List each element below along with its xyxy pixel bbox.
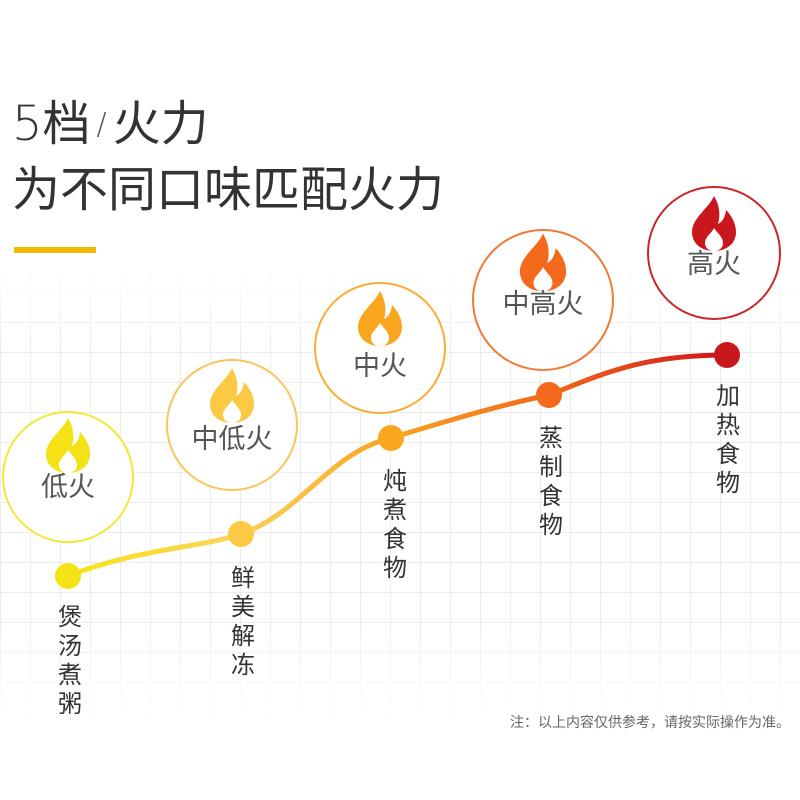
flame-icon xyxy=(46,418,90,473)
footer-note: 注：以上内容仅供参考，请按实际操作为准。 xyxy=(510,715,790,731)
level-dot xyxy=(378,425,404,451)
level-dot xyxy=(55,563,81,589)
level-usage: 加热食物 xyxy=(716,382,740,497)
level-label: 高火 xyxy=(687,249,741,280)
page-title: 5档/火力 xyxy=(12,96,209,159)
level-circle xyxy=(647,186,781,320)
flame-icon xyxy=(358,291,402,346)
level-dot xyxy=(228,521,254,547)
level-usage: 鲜美解冻 xyxy=(231,564,255,679)
level-circle xyxy=(472,229,614,371)
level-usage: 蒸制食物 xyxy=(539,424,563,539)
level-label: 中低火 xyxy=(191,424,273,455)
level-circle xyxy=(2,411,134,543)
level-label: 低火 xyxy=(41,472,95,503)
level-circle xyxy=(314,282,446,414)
level-usage: 炖煮食物 xyxy=(383,467,407,582)
level-label: 中火 xyxy=(353,351,407,382)
title-separator: / xyxy=(96,107,107,142)
level-label: 中高火 xyxy=(502,289,584,320)
level-dot xyxy=(714,342,740,368)
title-tail: 火力 xyxy=(112,96,209,152)
level-circle xyxy=(166,359,298,491)
flame-icon xyxy=(692,196,736,251)
flame-icon xyxy=(210,368,254,423)
flame-icon xyxy=(519,233,567,292)
title-main: 5档 xyxy=(12,96,91,152)
level-usage: 煲汤煮粥 xyxy=(58,603,82,718)
accent-bar xyxy=(14,247,96,253)
level-dot xyxy=(536,382,562,408)
page-subtitle: 为不同口味匹配火力 xyxy=(12,162,445,218)
